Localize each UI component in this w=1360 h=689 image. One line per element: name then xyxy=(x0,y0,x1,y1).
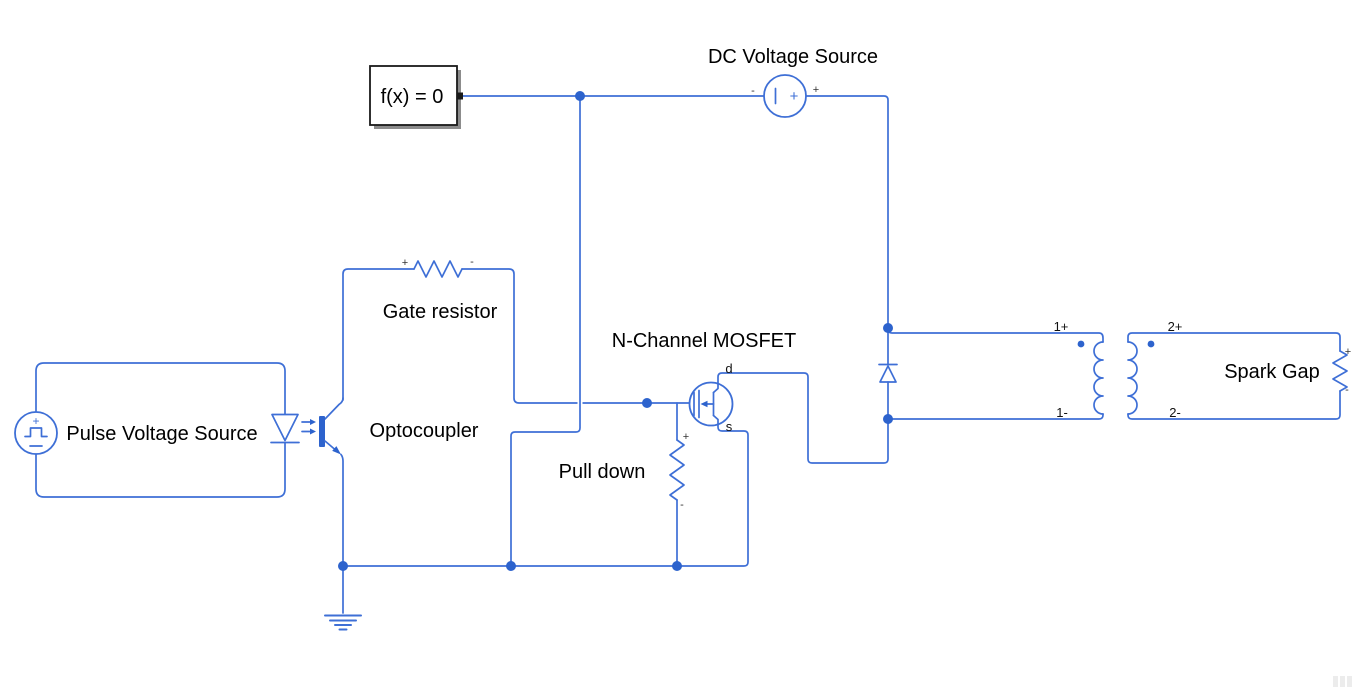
diode-block[interactable] xyxy=(878,327,898,420)
junction-dots xyxy=(338,91,893,571)
pulse-voltage-source-block[interactable]: + xyxy=(14,411,58,455)
pulse-voltage-source-label[interactable]: Pulse Voltage Source xyxy=(66,423,257,445)
dc-plus-mark: + xyxy=(813,84,819,96)
ground-block[interactable] xyxy=(324,565,362,631)
wire-source-ground-rail[interactable] xyxy=(342,422,749,567)
secondary-winding-icon xyxy=(1127,341,1138,415)
secondary-polarity-dot-icon xyxy=(1147,340,1155,348)
pull-down-plus-mark: + xyxy=(683,431,689,443)
solver-block-text: f(x) = 0 xyxy=(381,86,444,108)
wire-halo xyxy=(508,101,583,561)
pull-down-minus-mark: - xyxy=(680,499,684,511)
pulse-source-circle[interactable] xyxy=(14,411,58,455)
junction-dot xyxy=(575,91,585,101)
port-label-1plus: 1+ xyxy=(1054,319,1069,334)
junction-dot xyxy=(642,398,652,408)
ground-icon xyxy=(324,614,362,631)
wire-drain-loop[interactable] xyxy=(717,372,889,464)
dc-voltage-source-label[interactable]: DC Voltage Source xyxy=(708,46,878,68)
junction-dot xyxy=(883,414,893,424)
block-body[interactable] xyxy=(369,65,458,126)
port-label-2plus: 2+ xyxy=(1168,319,1183,334)
wire-spark-gap-loop[interactable] xyxy=(1127,332,1341,420)
spark-gap-label[interactable]: Spark Gap xyxy=(1224,361,1320,383)
optocoupler-block[interactable] xyxy=(270,413,341,455)
wire-opto-emitter[interactable] xyxy=(340,453,344,567)
wire-primary-bottom[interactable] xyxy=(887,413,1104,420)
mosfet-symbol-icon xyxy=(693,383,719,425)
gate-resistor-label[interactable]: Gate resistor xyxy=(383,301,498,323)
dc-minus-mark: - xyxy=(751,85,755,97)
pulse-plus-icon: + xyxy=(32,414,39,428)
port-label-2minus: 2- xyxy=(1169,405,1181,420)
pull-down-resistor-block[interactable]: + - xyxy=(669,431,689,511)
dc-voltage-source-block[interactable]: + - + xyxy=(751,74,819,118)
mosfet-drain-port-label: d xyxy=(725,361,732,376)
pulse-waveform-icon xyxy=(24,427,48,438)
solver-configuration-block[interactable]: f(x) = 0 xyxy=(369,65,463,129)
primary-winding-icon xyxy=(1093,341,1104,415)
wire-primary-top[interactable] xyxy=(887,328,1104,343)
resistor-zigzag-icon[interactable] xyxy=(669,439,685,501)
ideal-transformer-block[interactable]: 1+ 1- 2+ 2- xyxy=(1054,319,1183,420)
wire-gate-loop[interactable] xyxy=(342,268,691,404)
dc-source-circle[interactable] xyxy=(763,74,807,118)
spark-gap-plus-mark: + xyxy=(1345,346,1351,358)
mosfet-source-port-label: s xyxy=(726,419,733,434)
junction-dot xyxy=(672,561,682,571)
gate-resistor-plus-mark: + xyxy=(402,257,408,269)
resistor-zigzag-icon[interactable] xyxy=(1332,350,1348,392)
resize-grip-icon xyxy=(1333,676,1352,687)
spark-gap-minus-mark: - xyxy=(1345,384,1349,396)
gate-resistor-minus-mark: - xyxy=(470,256,474,268)
junction-dot xyxy=(506,561,516,571)
diode-triangle-icon xyxy=(879,365,897,383)
gate-resistor-block[interactable]: + - xyxy=(402,256,474,278)
emitter-arrowhead-icon xyxy=(332,446,341,455)
wire-dc-positive-rail[interactable] xyxy=(805,95,889,329)
resistor-zigzag-icon[interactable] xyxy=(413,260,463,278)
light-arrow-icon xyxy=(301,419,316,435)
n-channel-mosfet-block[interactable]: d s xyxy=(688,361,734,434)
n-channel-mosfet-label[interactable]: N-Channel MOSFET xyxy=(612,330,797,352)
optocoupler-label[interactable]: Optocoupler xyxy=(370,420,479,442)
phototransistor-base-bar-icon xyxy=(319,416,325,447)
junction-dot xyxy=(338,561,348,571)
dc-source-plus-icon: + xyxy=(790,88,799,105)
phototransistor-emitter-icon xyxy=(324,440,336,451)
primary-polarity-dot-icon xyxy=(1077,340,1085,348)
spark-gap-block[interactable]: + - xyxy=(1332,346,1351,396)
junction-dot xyxy=(883,323,893,333)
wire-dc-negative-drop[interactable] xyxy=(510,95,581,567)
solver-output-port[interactable] xyxy=(457,92,463,100)
wire-opto-collector[interactable] xyxy=(324,397,344,420)
port-label-1minus: 1- xyxy=(1056,405,1068,420)
wire-pulse-loop[interactable] xyxy=(35,362,286,498)
led-triangle-icon xyxy=(271,413,299,442)
pull-down-label[interactable]: Pull down xyxy=(559,461,646,483)
